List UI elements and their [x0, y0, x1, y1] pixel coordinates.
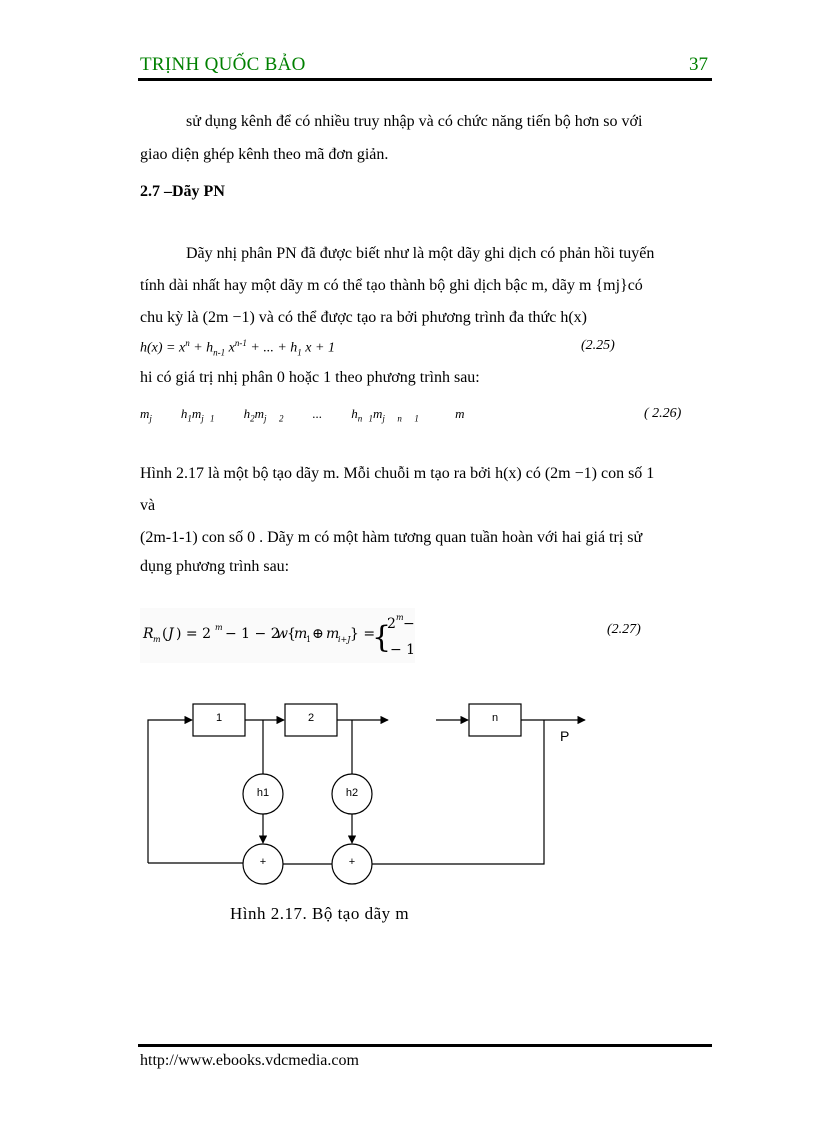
- footer-url[interactable]: http://www.ebooks.vdcmedia.com: [140, 1052, 359, 1069]
- register-box-n: [468, 703, 522, 737]
- paragraph-4-line-1: Hình 2.17 là một bộ tạo dãy m. Mỗi chuỗi…: [140, 465, 655, 482]
- paragraph-1-line-1: sử dụng kênh để có nhiều truy nhập và có…: [186, 113, 643, 130]
- paragraph-1-line-2: giao diện ghép kênh theo mã đơn giản.: [140, 146, 389, 163]
- svg-text:R: R: [142, 626, 154, 642]
- output-label: P: [560, 728, 570, 744]
- svg-text:m: m: [215, 623, 223, 632]
- paragraph-2-line-2: tính dài nhất hay một dãy m có thể tạo t…: [140, 277, 643, 294]
- header-rule: [138, 78, 712, 81]
- equation-2-25-number: (2.25): [581, 338, 615, 353]
- paragraph-3: hi có giá trị nhị phân 0 hoặc 1 theo phư…: [140, 369, 480, 386]
- equation-2-26: mj h1mj 1 h2mj 2 ... hn 1mj n 1 m: [140, 406, 465, 424]
- svg-text:m: m: [396, 613, 404, 622]
- h2-label: h2: [345, 787, 359, 799]
- svg-text:− 1: − 1: [403, 616, 415, 632]
- header-author: TRỊNH QUỐC BẢO: [140, 54, 306, 75]
- box-2-label: 2: [307, 712, 315, 724]
- equation-2-26-number: ( 2.26): [644, 406, 682, 421]
- svg-text:m: m: [153, 635, 161, 644]
- svg-text:J: J: [165, 626, 175, 642]
- box-n-label: n: [491, 712, 499, 724]
- svg-text:− 1: − 1: [390, 642, 415, 658]
- svg-text:) = 2: ) = 2: [176, 626, 211, 642]
- h1-label: h1: [256, 787, 270, 799]
- equation-2-25: h(x) = xn + hn-1 xn-1 + ... + h1 x + 1: [140, 338, 335, 358]
- svg-text:− 1 − 2: − 1 − 2: [225, 626, 280, 642]
- svg-text:w: w: [276, 626, 288, 642]
- svg-text:⊕: ⊕: [312, 626, 324, 642]
- paragraph-4-line-4: dụng phương trình sau:: [140, 558, 290, 575]
- register-box-1: [192, 703, 246, 737]
- paragraph-2-line-1: Dãy nhị phân PN đã được biết như là một …: [186, 245, 655, 262]
- box-1-label: 1: [215, 712, 223, 724]
- adder-2-label: +: [348, 856, 356, 868]
- paragraph-4-line-2: và: [140, 497, 156, 514]
- footer-rule: [138, 1044, 712, 1047]
- m-sequence-generator-diagram: 1 2 n P h1 h2 + +: [130, 688, 610, 898]
- paragraph-4-line-3: (2m-1-1) con số 0 . Dãy m có một hàm tươ…: [140, 529, 643, 546]
- equation-2-25-lhs: h(x) = x: [140, 340, 186, 356]
- svg-text:i+J: i+J: [338, 635, 351, 644]
- svg-text:{: {: [372, 620, 391, 655]
- figure-caption: Hình 2.17. Bộ tạo dãy m: [230, 904, 410, 923]
- equation-2-27-number: (2.27): [607, 622, 641, 637]
- equation-2-27-image: R m ( J ) = 2 m − 1 − 2 w { m 1 ⊕ m i+J …: [140, 608, 415, 663]
- svg-text:m: m: [294, 626, 307, 642]
- page-number: 37: [689, 54, 708, 75]
- svg-text:} =: } =: [350, 626, 375, 642]
- svg-text:2: 2: [387, 616, 396, 632]
- svg-text:1: 1: [306, 635, 311, 644]
- paragraph-2-line-3: chu kỳ là (2m −1) và có thể được tạo ra …: [140, 309, 587, 326]
- svg-text:{: {: [287, 626, 296, 642]
- svg-text:m: m: [326, 626, 339, 642]
- section-heading: 2.7 –Dãy PN: [140, 183, 225, 200]
- adder-1-label: +: [259, 856, 267, 868]
- svg-text:(: (: [162, 626, 167, 642]
